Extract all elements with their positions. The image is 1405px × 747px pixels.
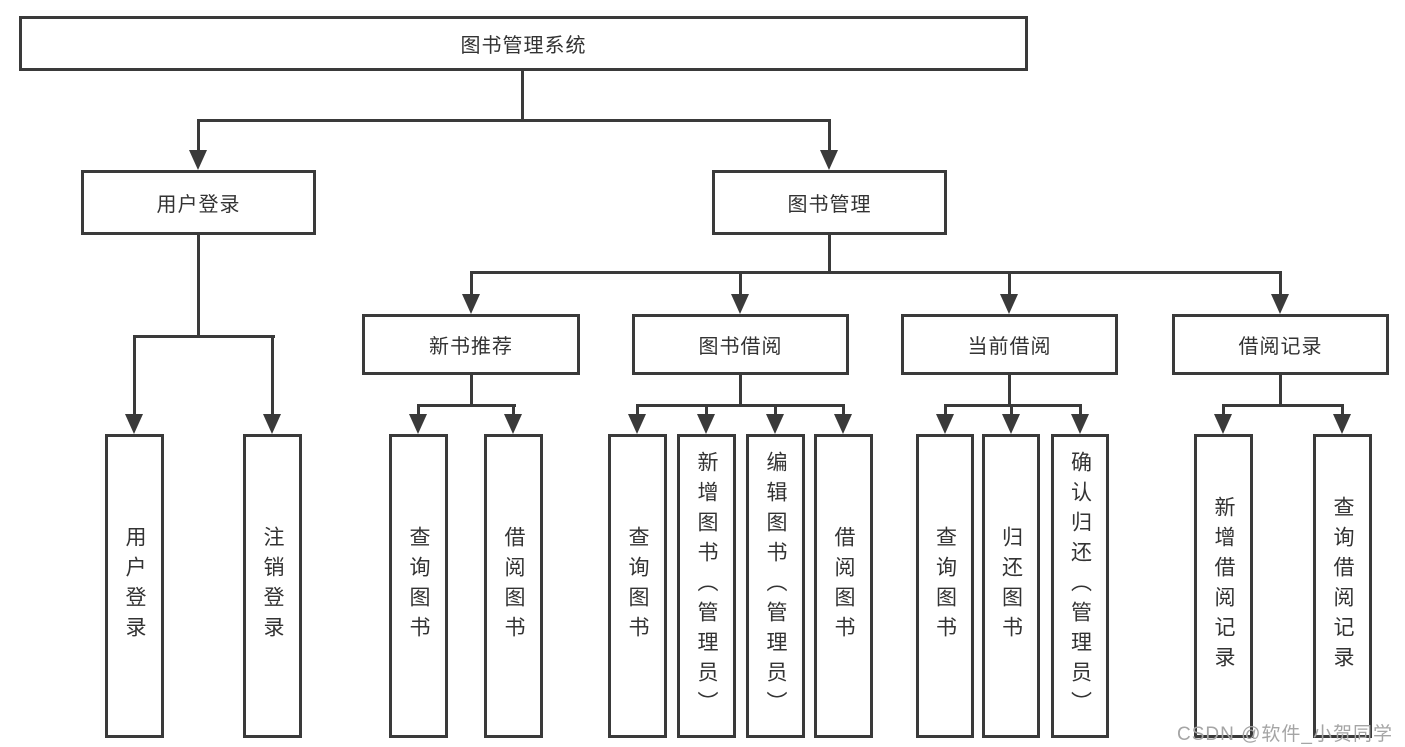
node-borrow-records: 借阅记录 (1172, 314, 1389, 375)
arrow-down-icon (731, 294, 749, 314)
leaf-return-books-label: 归还图书 (999, 526, 1023, 646)
connector-line (512, 404, 515, 417)
node-current-borrow-label: 当前借阅 (967, 336, 1052, 358)
connector-line (470, 271, 473, 296)
node-root-label: 图书管理系统 (460, 35, 587, 57)
connector-line (636, 404, 639, 417)
leaf-query-borrow-record-label: 查询借阅记录 (1331, 496, 1355, 676)
leaf-borrow-books-2: 借阅图书 (814, 434, 873, 738)
connector-line (271, 335, 274, 416)
arrow-down-icon (1002, 414, 1020, 434)
arrow-down-icon (628, 414, 646, 434)
leaf-add-borrow-record: 新增借阅记录 (1194, 434, 1253, 738)
node-user-login: 用户登录 (81, 170, 316, 235)
leaf-add-borrow-record-label: 新增借阅记录 (1212, 496, 1236, 676)
connector-line (636, 404, 845, 407)
arrow-down-icon (936, 414, 954, 434)
node-book-borrow-label: 图书借阅 (698, 336, 783, 358)
connector-line (1008, 374, 1011, 407)
connector-line (944, 404, 947, 417)
leaf-logout: 注销登录 (243, 434, 302, 738)
arrow-down-icon (766, 414, 784, 434)
connector-line (133, 335, 275, 338)
connector-line (842, 404, 845, 417)
leaf-confirm-return-admin: 确认归还（管理员） (1051, 434, 1109, 738)
leaf-add-books-admin: 新增图书（管理员） (677, 434, 736, 738)
leaf-query-books-3-label: 查询图书 (933, 526, 957, 646)
connector-line (705, 404, 708, 417)
connector-line (521, 68, 524, 121)
connector-line (417, 404, 420, 417)
leaf-user-login-label: 用户登录 (123, 526, 147, 646)
arrow-down-icon (1071, 414, 1089, 434)
arrow-down-icon (409, 414, 427, 434)
arrow-down-icon (189, 150, 207, 170)
node-book-management-label: 图书管理 (787, 194, 872, 216)
arrow-down-icon (697, 414, 715, 434)
leaf-borrow-books-1-label: 借阅图书 (502, 526, 526, 646)
leaf-query-books-2-label: 查询图书 (626, 526, 650, 646)
leaf-query-books-2: 查询图书 (608, 434, 667, 738)
node-root: 图书管理系统 (19, 16, 1028, 71)
connector-line (774, 404, 777, 417)
connector-line (1008, 271, 1011, 296)
connector-line (828, 119, 831, 153)
node-book-management: 图书管理 (712, 170, 947, 235)
arrow-down-icon (125, 414, 143, 434)
connector-line (418, 404, 516, 407)
leaf-query-books-3: 查询图书 (916, 434, 974, 738)
connector-line (1279, 374, 1282, 407)
leaf-logout-label: 注销登录 (261, 526, 285, 646)
arrow-down-icon (462, 294, 480, 314)
node-new-book-recommend-label: 新书推荐 (429, 336, 513, 358)
leaf-edit-books-admin: 编辑图书（管理员） (746, 434, 805, 738)
arrow-down-icon (834, 414, 852, 434)
arrow-down-icon (1000, 294, 1018, 314)
arrow-down-icon (1333, 414, 1351, 434)
connector-line (1341, 404, 1344, 417)
leaf-query-books-1-label: 查询图书 (407, 526, 431, 646)
arrow-down-icon (1214, 414, 1232, 434)
node-new-book-recommend: 新书推荐 (362, 314, 580, 375)
connector-line (133, 335, 136, 416)
connector-line (197, 234, 200, 337)
leaf-edit-books-admin-label: 编辑图书（管理员） (764, 451, 788, 721)
connector-line (1079, 404, 1082, 417)
node-book-borrow: 图书借阅 (632, 314, 849, 375)
connector-line (197, 119, 200, 153)
arrow-down-icon (820, 150, 838, 170)
arrow-down-icon (263, 414, 281, 434)
connector-line (828, 234, 831, 274)
watermark: CSDN @软件_小贺同学 (1177, 724, 1393, 745)
leaf-borrow-books-2-label: 借阅图书 (832, 526, 856, 646)
leaf-query-borrow-record: 查询借阅记录 (1313, 434, 1372, 738)
arrow-down-icon (1271, 294, 1289, 314)
leaf-borrow-books-1: 借阅图书 (484, 434, 543, 738)
leaf-user-login: 用户登录 (105, 434, 164, 738)
connector-line (739, 374, 742, 407)
connector-line (1279, 271, 1282, 296)
connector-line (1222, 404, 1344, 407)
connector-line (944, 404, 1082, 407)
leaf-confirm-return-admin-label: 确认归还（管理员） (1068, 451, 1092, 721)
arrow-down-icon (504, 414, 522, 434)
connector-line (1222, 404, 1225, 417)
leaf-return-books: 归还图书 (982, 434, 1040, 738)
connector-line (739, 271, 742, 296)
connector-line (197, 119, 831, 122)
node-user-login-label: 用户登录 (156, 194, 241, 216)
connector-line (470, 374, 473, 407)
node-borrow-records-label: 借阅记录 (1238, 336, 1323, 358)
connector-line (1010, 404, 1013, 417)
leaf-query-books-1: 查询图书 (389, 434, 448, 738)
node-current-borrow: 当前借阅 (901, 314, 1118, 375)
leaf-add-books-admin-label: 新增图书（管理员） (695, 451, 719, 721)
connector-line (470, 271, 1282, 274)
